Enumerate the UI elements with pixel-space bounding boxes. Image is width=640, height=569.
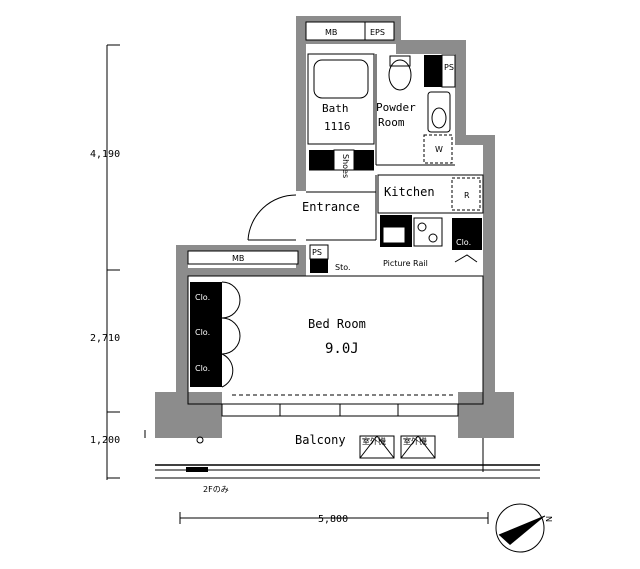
shoes-label: Shoes [341, 154, 350, 178]
ps-label-top: PS [444, 63, 454, 72]
entrance-label: Entrance [302, 200, 360, 214]
north-arrow-icon [495, 503, 546, 553]
bath-label: Bath [322, 102, 349, 115]
washer-label: W [435, 145, 443, 154]
dimension-2710: 2,710 [90, 333, 120, 344]
outdoor-unit-label-2: 室外機 [403, 436, 427, 446]
floor-note-label: 2Fのみ [203, 485, 229, 494]
horizontal-dimension-line [179, 512, 489, 524]
storage-label: Sto. [335, 263, 351, 272]
balcony-area [144, 430, 540, 479]
ps-label-bedroom: PS [312, 248, 322, 257]
clo-label-kitchen: Clo. [456, 238, 471, 247]
dimension-4190: 4,190 [90, 149, 120, 160]
compass-north-label: N [544, 516, 553, 522]
powder-room-label-1: Powder [376, 101, 416, 114]
dimension-1200: 1,200 [90, 435, 120, 446]
refrigerator-label: R [464, 191, 470, 200]
mb-label-top: MB [325, 28, 337, 37]
vertical-dimension-line [106, 44, 120, 480]
bedroom-label: Bed Room [308, 317, 366, 331]
eps-label: EPS [370, 28, 385, 37]
mb-label-bedroom: MB [232, 254, 244, 263]
balcony-label: Balcony [295, 433, 346, 447]
powder-room-label-2: Room [378, 116, 405, 129]
clo-label-2: Clo. [195, 328, 210, 337]
outdoor-unit-label-1: 室外機 [362, 436, 386, 446]
dimension-5800: 5,800 [318, 514, 348, 525]
bedroom-size-label: 9.0J [325, 341, 359, 357]
bath-size-label: 1116 [324, 120, 351, 133]
kitchen-label: Kitchen [384, 185, 435, 199]
picture-rail-label: Picture Rail [383, 259, 428, 268]
clo-label-3: Clo. [195, 364, 210, 373]
clo-label-1: Clo. [195, 293, 210, 302]
interior-lines [187, 53, 484, 417]
